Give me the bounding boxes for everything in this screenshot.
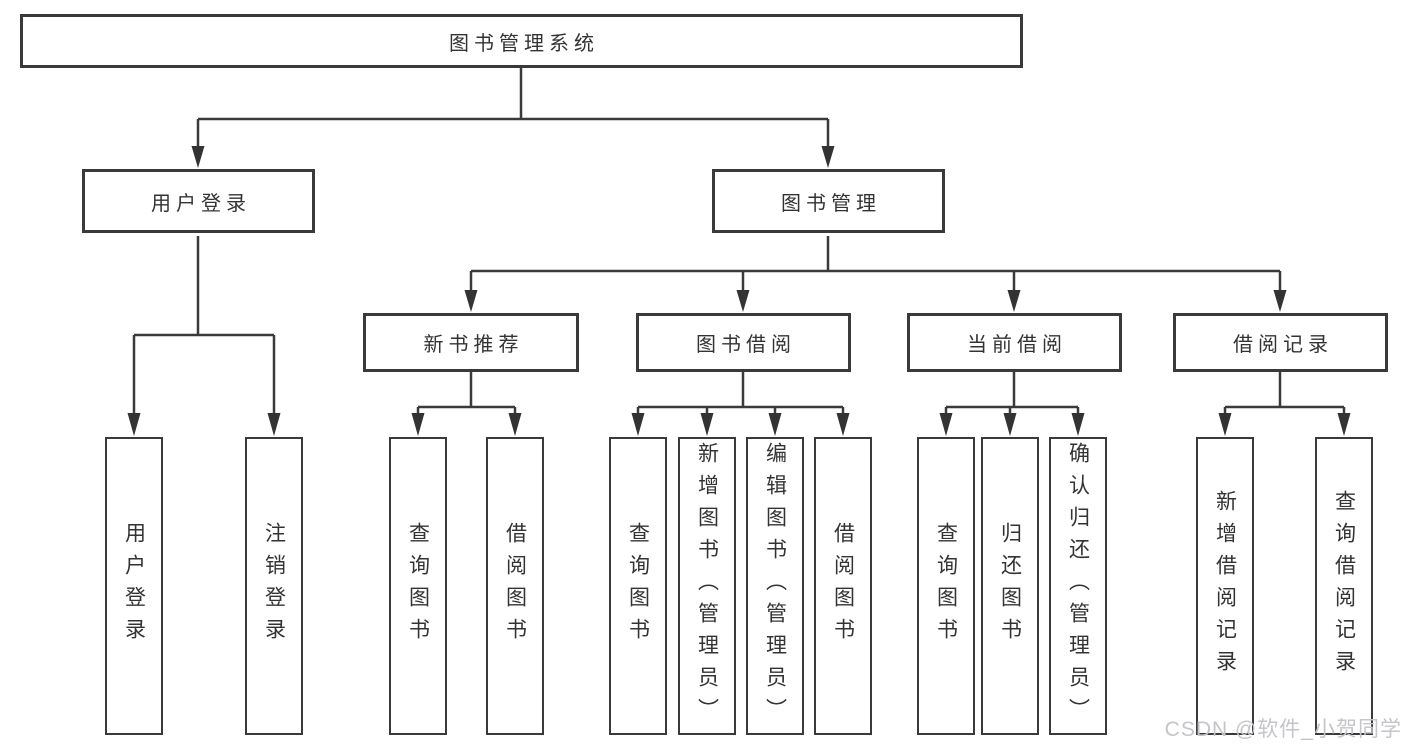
arrow-down-icon <box>464 290 478 312</box>
leaf-query-books-3: 查询图书 <box>917 437 975 735</box>
leaf-query-books-1: 查询图书 <box>389 437 447 735</box>
arrow-down-icon <box>508 413 522 436</box>
node-root-system: 图书管理系统 <box>20 14 1023 68</box>
connector-borrowing <box>636 372 845 415</box>
node-book-borrowing: 图书借阅 <box>636 313 851 372</box>
arrow-down-icon <box>267 413 281 436</box>
arrow-down-icon <box>821 146 835 168</box>
leaf-add-borrow-record: 新增借阅记录 <box>1196 437 1254 735</box>
connector-new-book <box>416 372 517 415</box>
node-book-management: 图书管理 <box>712 169 945 233</box>
leaf-return-books: 归还图书 <box>981 437 1039 735</box>
arrow-down-icon <box>1337 413 1351 436</box>
arrowheads <box>127 146 1351 436</box>
leaf-edit-books-admin: 编辑图书（管理员） <box>746 437 804 735</box>
leaf-borrow-books-2: 借阅图书 <box>814 437 872 735</box>
connector-user-login <box>132 236 276 415</box>
connector-root <box>196 68 830 147</box>
leaf-query-borrow-record: 查询借阅记录 <box>1315 437 1373 735</box>
csdn-watermark: CSDN @软件_小贺同学 <box>1164 718 1402 741</box>
connector-current <box>944 372 1080 415</box>
node-current-borrowing: 当前借阅 <box>907 313 1122 372</box>
leaf-add-books-admin: 新增图书（管理员） <box>678 437 736 735</box>
node-new-book-recommend: 新书推荐 <box>363 313 579 372</box>
arrow-down-icon <box>631 413 645 436</box>
arrow-down-icon <box>1003 413 1017 436</box>
arrow-down-icon <box>1071 413 1085 436</box>
leaf-logout: 注销登录 <box>245 437 303 735</box>
leaf-confirm-return-admin: 确认归还（管理员） <box>1049 437 1107 735</box>
arrow-down-icon <box>1273 290 1287 312</box>
arrow-down-icon <box>736 290 750 312</box>
arrow-down-icon <box>411 413 425 436</box>
node-user-login: 用户登录 <box>82 169 315 233</box>
arrow-down-icon <box>768 413 782 436</box>
connector-records <box>1223 372 1346 415</box>
arrow-down-icon <box>1218 413 1232 436</box>
connector-book-mgmt <box>469 236 1282 292</box>
arrow-down-icon <box>127 413 141 436</box>
arrow-down-icon <box>836 413 850 436</box>
leaf-user-login: 用户登录 <box>105 437 163 735</box>
leaf-borrow-books-1: 借阅图书 <box>486 437 544 735</box>
node-borrowing-records: 借阅记录 <box>1173 313 1388 372</box>
leaf-query-books-2: 查询图书 <box>609 437 667 735</box>
arrow-down-icon <box>191 146 205 168</box>
arrow-down-icon <box>1007 290 1021 312</box>
arrow-down-icon <box>700 413 714 436</box>
arrow-down-icon <box>939 413 953 436</box>
